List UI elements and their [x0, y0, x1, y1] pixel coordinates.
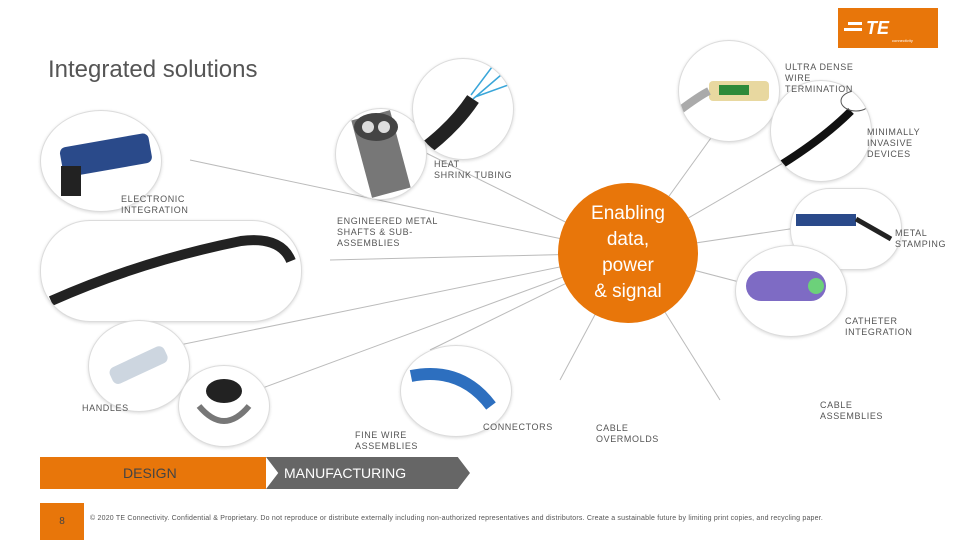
manufacturing-phase: MANUFACTURING: [266, 457, 470, 489]
label-ultra-dense-wire: ULTRA DENSE WIRE TERMINATION: [785, 62, 854, 94]
minimally-invasive-image: [770, 80, 872, 182]
label-catheter-integration: CATHETER INTEGRATION: [845, 316, 913, 337]
footer-copyright: © 2020 TE Connectivity. Confidential & P…: [90, 515, 824, 522]
label-cable-assemblies: CABLE ASSEMBLIES: [820, 400, 884, 421]
label-minimally-invasive: MINIMALLY INVASIVE DEVICES: [867, 127, 921, 159]
te-logo-icon: TE connectivity: [844, 18, 913, 43]
cable-assembly-image: [400, 345, 512, 437]
fiber-cable-image: [412, 58, 514, 160]
label-fine-wire: FINE WIRE ASSEMBLIES: [355, 430, 419, 451]
design-label: DESIGN: [123, 465, 177, 481]
catheter-integration-image: [735, 245, 847, 337]
svg-text:connectivity: connectivity: [892, 38, 913, 43]
label-heat-shrink: HEAT SHRINK TUBING: [434, 159, 513, 180]
label-cable-overmolds: CABLE OVERMOLDS: [596, 423, 659, 444]
label-handles: HANDLES: [82, 403, 129, 413]
manufacturing-label: MANUFACTURING: [284, 465, 407, 481]
ultra-dense-wire-image: [678, 40, 780, 142]
page-number: 8: [40, 503, 84, 540]
metal-stamping-image: [790, 188, 902, 270]
label-electronic-integration: ELECTRONIC INTEGRATION: [121, 194, 189, 215]
electronic-integration-image: [40, 110, 162, 212]
te-logo: TE connectivity: [838, 8, 938, 48]
page-title: Integrated solutions: [48, 56, 258, 83]
label-engineered-metal: ENGINEERED METAL SHAFTS & SUB- ASSEMBLIE…: [337, 216, 438, 248]
label-metal-stamping: METAL STAMPING: [895, 228, 947, 249]
heat-shrink-image: [335, 108, 427, 200]
handle-syringe-image: [88, 320, 190, 412]
label-connectors: CONNECTORS: [483, 422, 553, 432]
design-phase: DESIGN: [40, 457, 266, 489]
svg-text:TE: TE: [866, 18, 890, 38]
handle-device-image: [178, 365, 270, 447]
enabling-hub: Enabling data, power & signal: [558, 183, 698, 323]
engineered-shafts-image: [40, 220, 302, 322]
